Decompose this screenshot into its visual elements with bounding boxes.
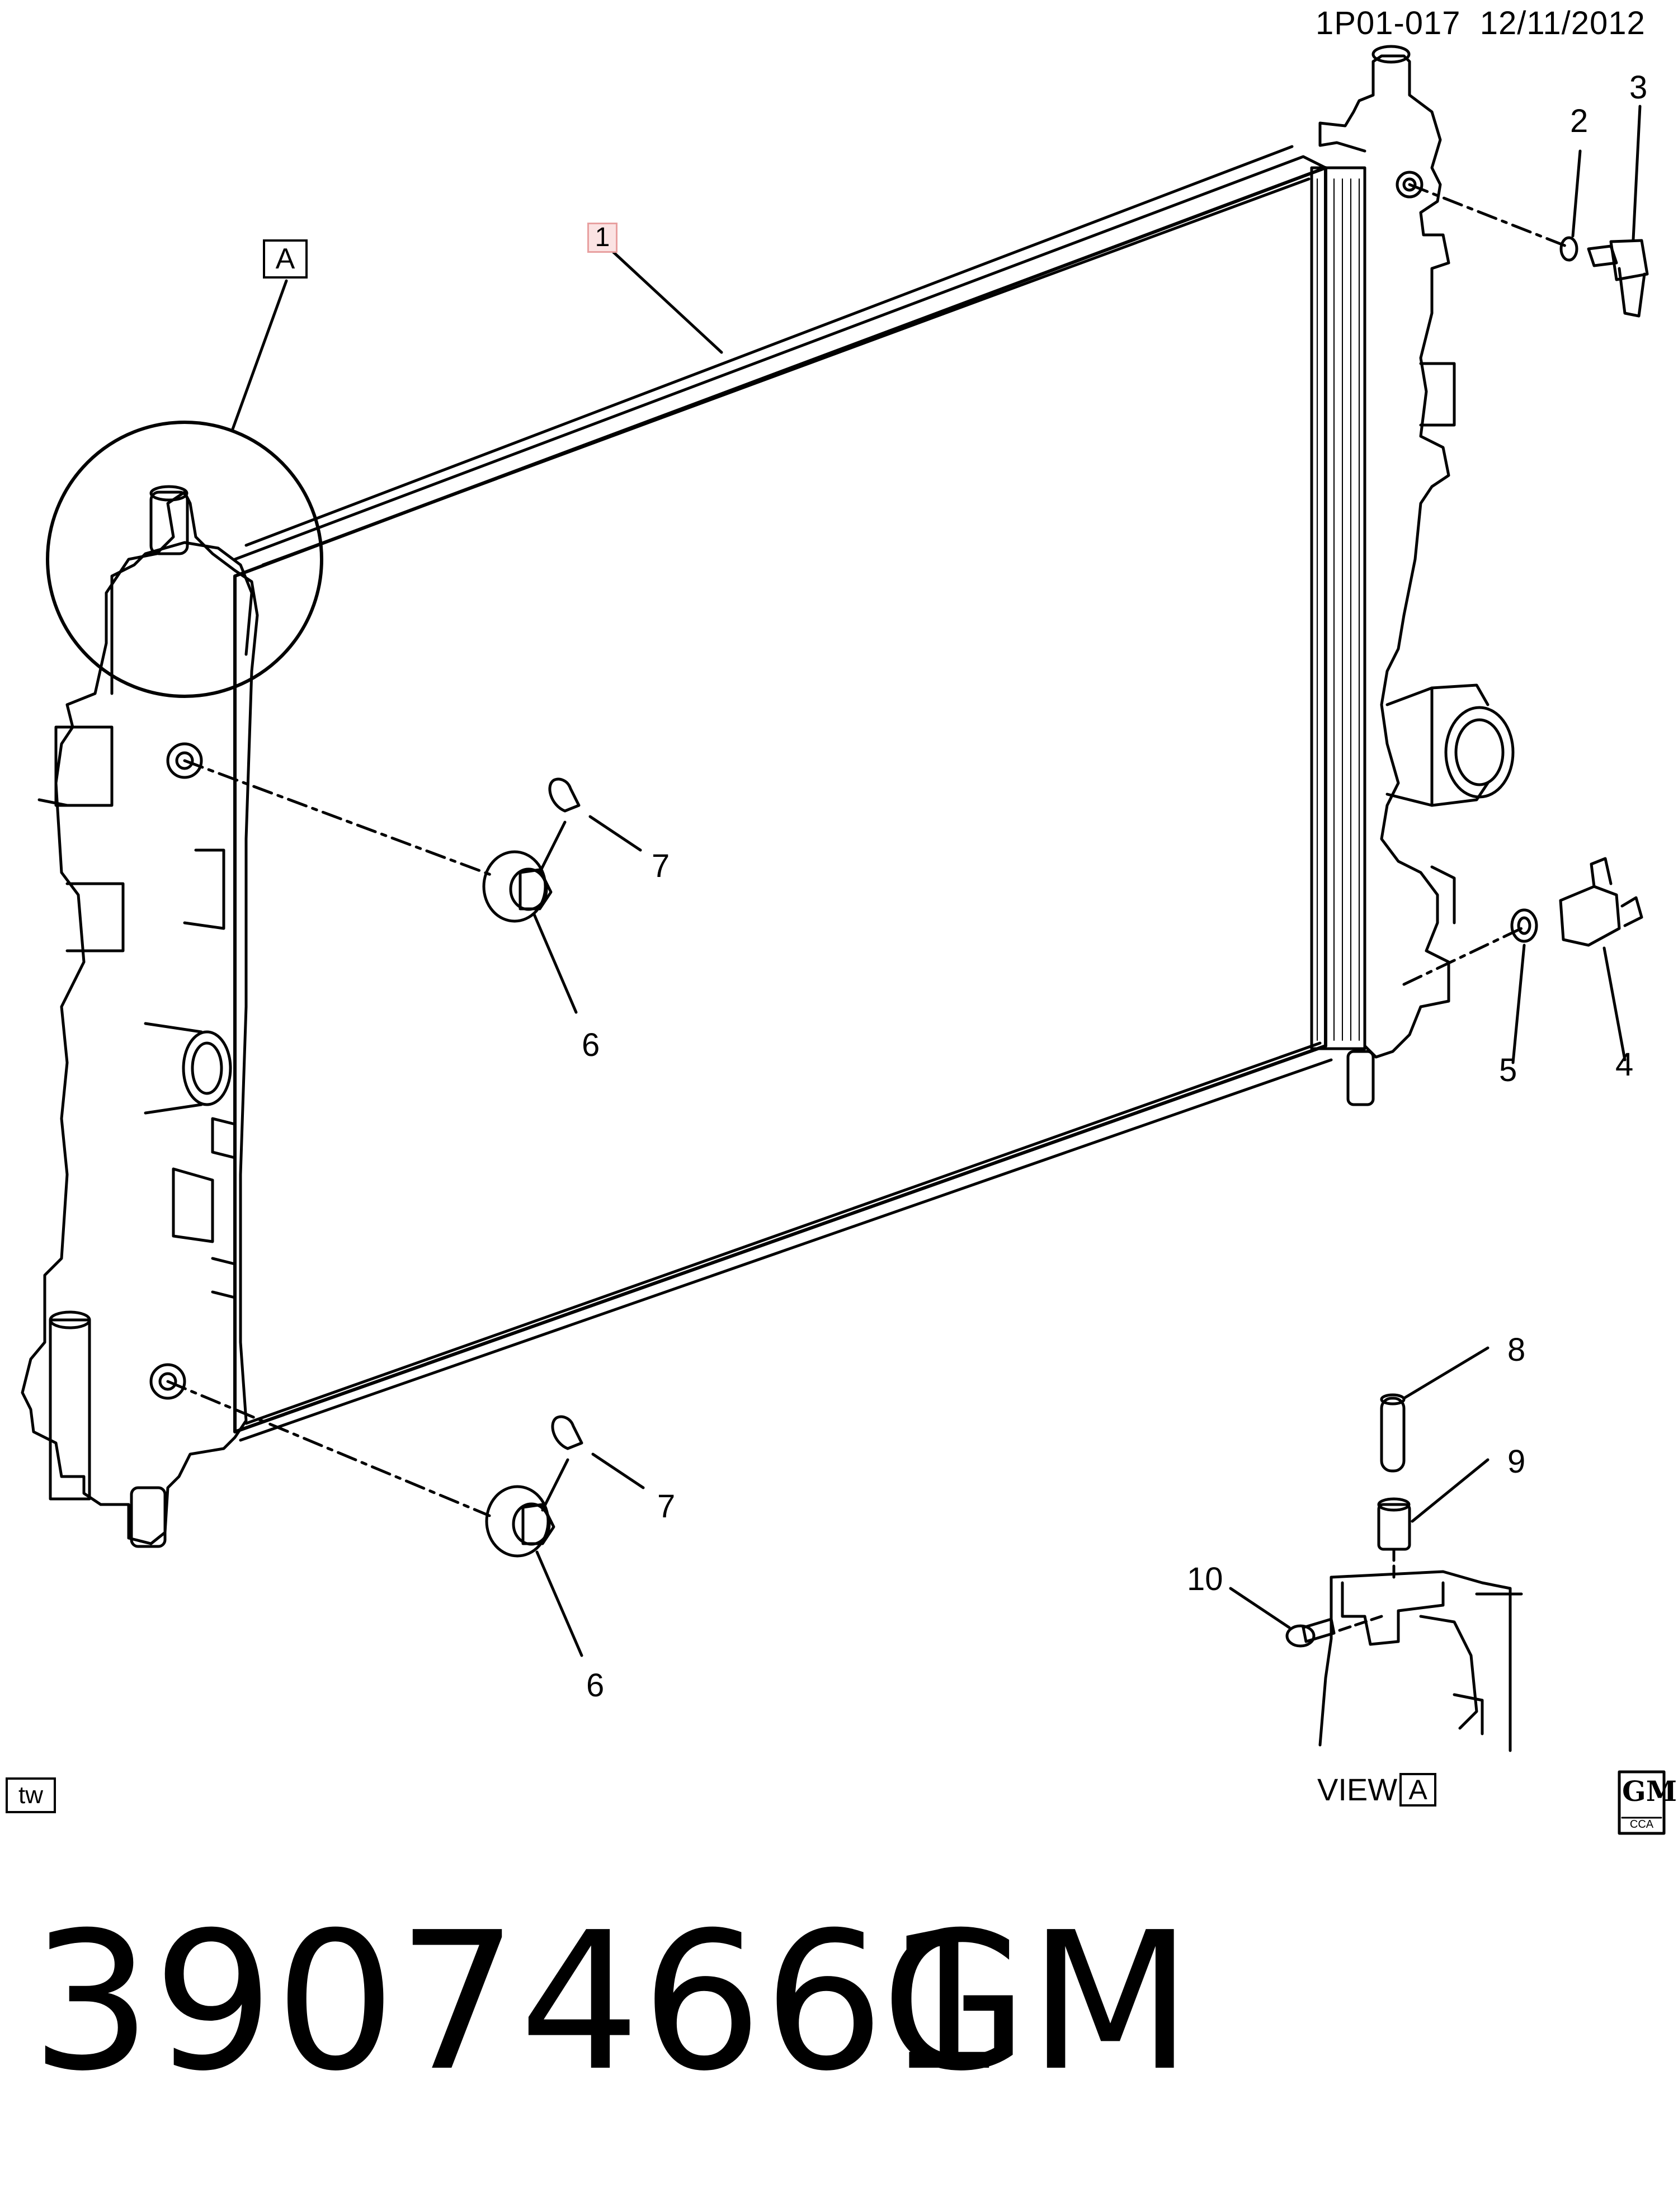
detail-marker-a[interactable]: A (263, 239, 308, 279)
callout-item-7-lower[interactable]: 7 (657, 1488, 676, 1525)
brand-label: GM (881, 1892, 1192, 2113)
view-a-label: VIEW A (1317, 1772, 1437, 1807)
lower-bushing-and-clip (166, 1380, 645, 1657)
detail-circle-a (46, 279, 323, 698)
right-outlet-neck (1385, 683, 1515, 807)
callout-item-4[interactable]: 4 (1615, 1046, 1634, 1083)
callout-item-9[interactable]: 9 (1507, 1444, 1526, 1480)
left-inlet-neck (144, 1022, 232, 1115)
callout-item-8[interactable]: 8 (1507, 1332, 1526, 1368)
gm-logo (1618, 1770, 1666, 1835)
gm-logo-text: GM (1622, 1775, 1677, 1808)
drain-seal-and-plug (1408, 105, 1649, 318)
right-tank (1318, 45, 1515, 1106)
diagram-reference: 1P01-017 12/11/2012 (1316, 4, 1646, 42)
leader-item-1 (605, 244, 723, 354)
gm-logo-subtext: CCA (1629, 1818, 1654, 1831)
radiator-core (233, 145, 1366, 1442)
view-label-marker: A (1399, 1773, 1437, 1807)
diagram-date: 12/11/2012 (1479, 5, 1646, 41)
callout-item-1[interactable]: 1 (587, 223, 618, 253)
callout-item-10[interactable]: 10 (1187, 1561, 1223, 1597)
callout-item-6-lower[interactable]: 6 (586, 1667, 605, 1704)
callout-item-2[interactable]: 2 (1570, 103, 1589, 139)
view-a-detail (1229, 1346, 1523, 1752)
diagram-code: 1P01-017 (1316, 5, 1461, 41)
part-number: 39074661 (31, 1892, 1008, 2113)
tw-badge: tw (6, 1777, 56, 1813)
left-tank (21, 485, 259, 1548)
callout-item-7-upper[interactable]: 7 (652, 848, 670, 884)
view-label-text: VIEW (1317, 1772, 1398, 1807)
callout-item-6-upper[interactable]: 6 (582, 1027, 600, 1063)
callout-item-3[interactable]: 3 (1629, 69, 1648, 106)
sensor-and-seal (1402, 857, 1643, 1064)
upper-bushing-and-clip (183, 759, 642, 1014)
callout-item-5[interactable]: 5 (1499, 1052, 1517, 1088)
